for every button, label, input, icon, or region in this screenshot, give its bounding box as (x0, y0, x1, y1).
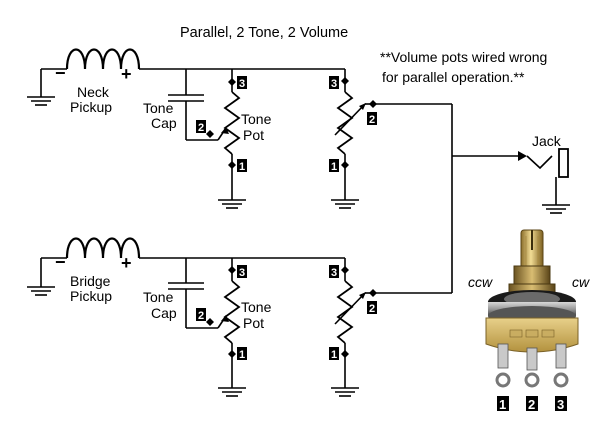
bridge-pin-badges: 3 2 1 3 2 1 (196, 265, 377, 361)
bridge-minus-sign: − (55, 252, 66, 272)
potentiometer-illustration: ccw cw 1 2 3 (468, 229, 590, 412)
bridge-cap-label-line2: Cap (151, 305, 177, 321)
neck-pickup-label-line2: Pickup (70, 99, 112, 115)
neck-tone-pin2: 2 (198, 122, 204, 134)
ccw-label: ccw (468, 274, 493, 290)
neck-circuit: − + Neck Pickup Tone Cap Tone Pot (27, 48, 452, 209)
bridge-tone-pin2: 2 (198, 310, 204, 322)
cw-label: cw (572, 274, 590, 290)
neck-pickup-label-line1: Neck (77, 84, 110, 100)
neck-minus-sign: − (55, 63, 66, 83)
warning-note-line2: for parallel operation.** (382, 69, 525, 85)
bridge-tone-pot-label-line1: Tone (241, 299, 272, 315)
neck-pin-badges: 3 2 1 3 2 1 (196, 76, 377, 173)
bridge-circuit: − + Bridge Pickup Tone Cap Tone Pot (27, 237, 452, 397)
bridge-tone-pot-label-line2: Pot (243, 315, 264, 331)
bridge-pickup-coil-icon (65, 237, 141, 259)
lug-number-3: 3 (557, 397, 564, 412)
neck-volume-pin1: 1 (331, 161, 337, 173)
bridge-tone-pin3: 3 (239, 267, 245, 279)
neck-cap-label-line2: Cap (151, 115, 177, 131)
jack-label: Jack (532, 133, 562, 149)
bridge-tone-pin1: 1 (239, 349, 245, 361)
neck-pickup-coil-icon (65, 48, 141, 70)
lug-number-2: 2 (528, 397, 535, 412)
warning-note-line1: **Volume pots wired wrong (380, 49, 547, 65)
bridge-pickup-label-line2: Pickup (70, 288, 112, 304)
neck-tone-pot-label-line2: Pot (243, 127, 264, 143)
neck-tone-pin3: 3 (239, 78, 245, 90)
neck-volume-pin2: 2 (369, 114, 375, 126)
bridge-pickup-label-line1: Bridge (70, 273, 111, 289)
bridge-plus-sign: + (121, 253, 132, 273)
neck-plus-sign: + (121, 64, 132, 84)
bridge-cap-label-line1: Tone (143, 289, 174, 305)
neck-volume-pin3: 3 (331, 78, 337, 90)
bridge-volume-pin3: 3 (331, 267, 337, 279)
jack-icon (558, 148, 569, 178)
lug-number-1: 1 (499, 397, 506, 412)
diagram-title: Parallel, 2 Tone, 2 Volume (180, 25, 348, 41)
pot-lugs (495, 343, 569, 388)
neck-tone-pot-label-line1: Tone (241, 111, 272, 127)
output-jack: Jack (451, 104, 570, 293)
neck-cap-label-line1: Tone (143, 100, 174, 116)
bridge-volume-pin2: 2 (369, 303, 375, 315)
bridge-volume-pin1: 1 (331, 349, 337, 361)
neck-tone-pin1: 1 (239, 161, 245, 173)
